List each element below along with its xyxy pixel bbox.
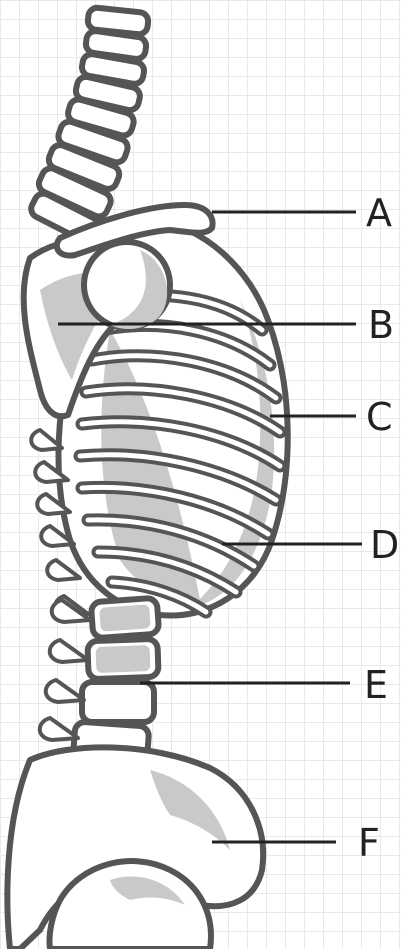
humeral-head: [84, 242, 170, 329]
label-c: C: [366, 398, 393, 436]
label-d: D: [370, 526, 399, 564]
label-b: B: [368, 306, 394, 344]
label-e: E: [364, 666, 388, 704]
label-f: F: [358, 824, 380, 862]
pelvis: [7, 747, 263, 949]
label-a: A: [366, 194, 392, 232]
